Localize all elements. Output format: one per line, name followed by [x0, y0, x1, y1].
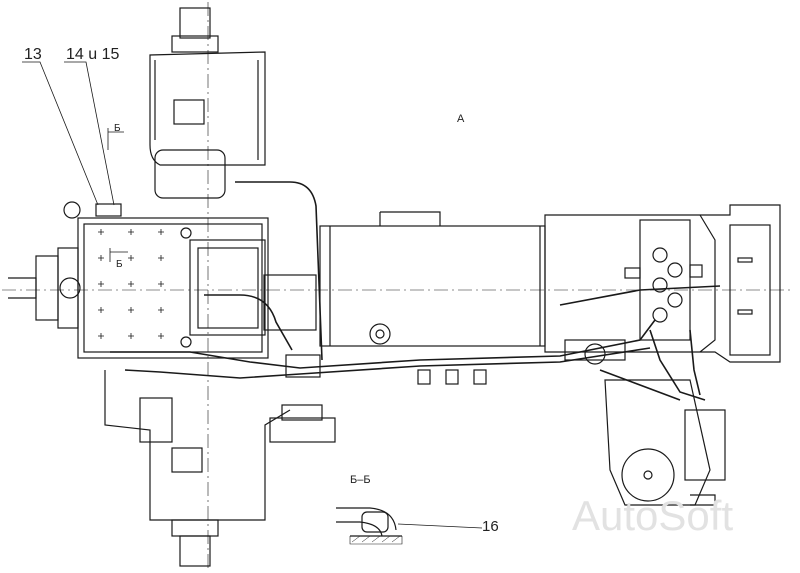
leader-lines	[22, 61, 483, 529]
section-mark-bottom: Б	[116, 259, 123, 270]
central-housing	[319, 211, 546, 347]
section-title: Б–Б	[350, 474, 371, 486]
section-detail	[336, 507, 403, 545]
axle-housing	[104, 7, 291, 567]
watermark: AutoSoft	[572, 492, 733, 539]
gearbox-block	[77, 217, 317, 359]
callout-13: 13	[24, 46, 42, 63]
fittings	[63, 201, 487, 443]
hydraulic-lines	[110, 181, 721, 401]
rear-housing	[544, 204, 781, 365]
callout-14-15: 14 u 15	[66, 46, 119, 63]
view-a-label: A	[457, 113, 465, 125]
pump-bracket	[604, 379, 726, 506]
callout-16: 16	[482, 518, 499, 535]
valve-block	[624, 219, 703, 341]
section-mark-top: Б	[114, 123, 121, 134]
input-flange	[8, 247, 81, 329]
gearbox-bolts	[98, 229, 164, 339]
center-lines	[2, 2, 790, 572]
